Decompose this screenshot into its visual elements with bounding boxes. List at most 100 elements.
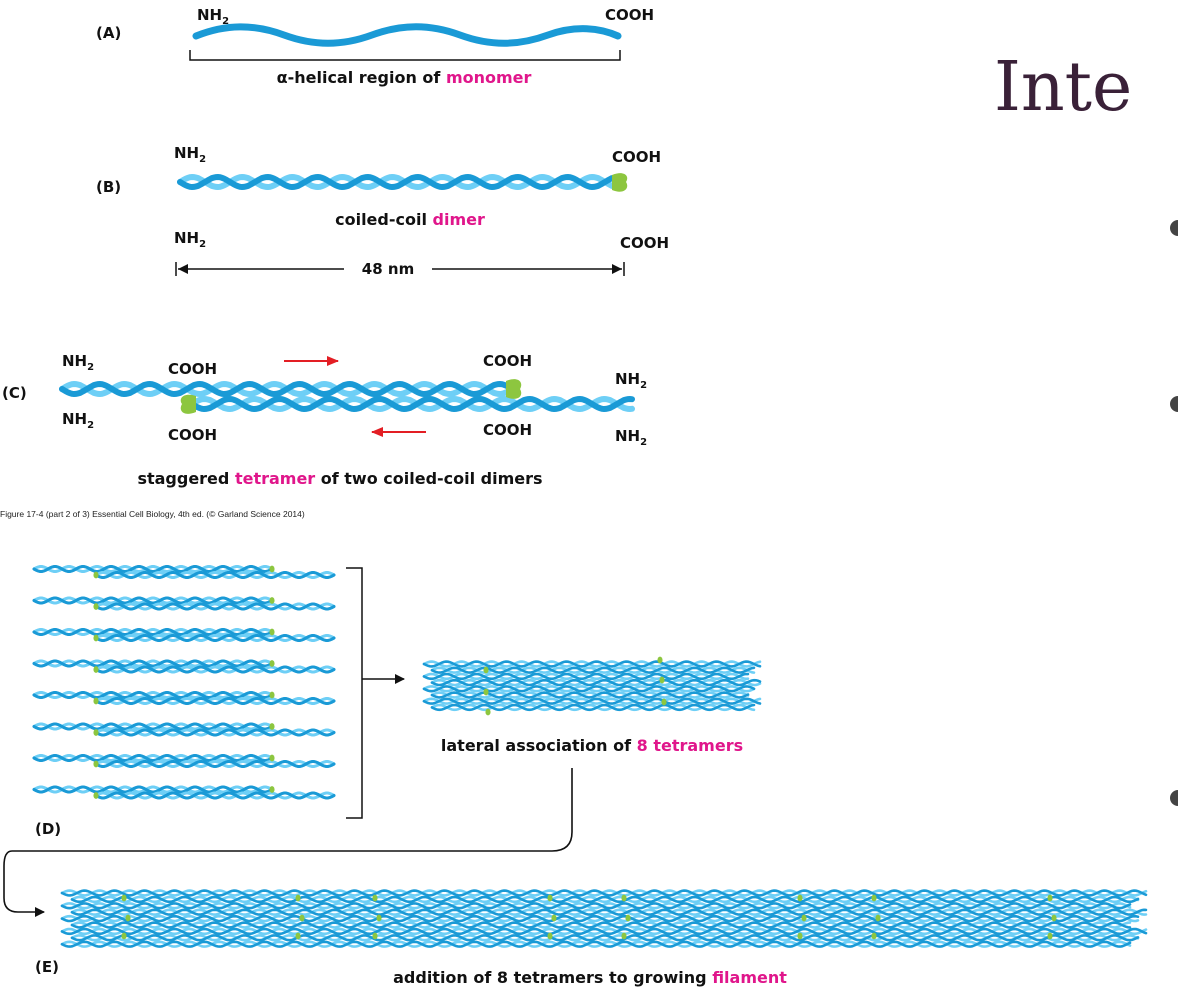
tetramer-upper-light-helix: [32, 596, 274, 605]
filament-green-head: [295, 932, 301, 940]
panel-d-caption: lateral association of 8 tetramers: [441, 736, 743, 755]
bullet-dot: [1170, 396, 1178, 412]
tetramer-head-bottom: [180, 394, 196, 414]
filament-strand-dark-helix: [60, 927, 1148, 936]
panel-a-nh2-label: NH2: [197, 6, 229, 27]
lateral-bundle: [422, 656, 762, 716]
bundle-green-head: [661, 698, 667, 706]
panel-c-cooh-bottom-1: COOH: [168, 426, 217, 444]
tetramer-lower-light-helix: [94, 728, 336, 737]
tetramer-green-head: [93, 666, 99, 673]
filament-green-head: [547, 894, 553, 902]
tetramer-upper-light-helix: [32, 628, 274, 636]
panel-c-cooh-top-1: COOH: [168, 360, 217, 378]
tetramer-green-head: [93, 697, 99, 705]
tetramer-lower-light-helix: [94, 634, 336, 642]
monomer-helix: [192, 23, 622, 47]
tetramer-green-head: [269, 723, 275, 730]
filament-green-head: [121, 894, 127, 902]
tetramer-upper-light-helix: [32, 722, 274, 731]
tetramer-green-head: [269, 660, 275, 667]
tetramer-green-head: [93, 760, 99, 768]
panel-d-tag: (D): [35, 820, 61, 838]
bundle-strand-light-helix: [422, 660, 762, 668]
tetramer-lower-light-helix: [94, 602, 336, 611]
filament-green-head: [299, 914, 305, 922]
filament-green-head: [376, 914, 382, 922]
tetramer-dimer-top-dark-helix: [59, 380, 511, 398]
tetramer-lower-dark-helix: [94, 791, 336, 800]
filament-strand-light-helix: [60, 902, 1132, 910]
bullet-dot: [1170, 220, 1178, 236]
panel-b-tag: (B): [96, 178, 121, 196]
filament-strand-dark-helix: [60, 889, 1148, 897]
tetramer-upper-light-helix: [32, 754, 274, 762]
tetramer-lower-light-helix: [94, 697, 336, 705]
tetramer-green-head: [93, 603, 99, 610]
tetramer-upper-light-helix: [32, 785, 274, 794]
panel-b: (B) NH2 COOH coiled-coil dimer NH2 COOH …: [96, 144, 669, 278]
bundle-green-head: [659, 676, 665, 684]
filament-strand-dark-helix: [60, 914, 1140, 923]
filament-strand-dark-helix: [70, 921, 1132, 929]
tetramer-lower-dark-helix: [94, 602, 336, 611]
filament-strand-dark-helix: [60, 940, 1132, 948]
tetramer-upper-light-helix: [32, 659, 274, 668]
tetramer-green-head: [93, 634, 99, 642]
bundle-strand-dark-helix: [422, 685, 756, 693]
filament-green-head: [871, 894, 877, 902]
bundle-strand-dark-helix: [422, 697, 762, 705]
panel-a: (A) NH2 COOH α-helical region of monomer: [96, 6, 654, 87]
panel-c-nh2-bottom-left: NH2: [62, 410, 94, 431]
filament-strand-light-helix: [70, 934, 1140, 942]
panel-a-tag: (A): [96, 24, 121, 42]
stack-bracket: [346, 567, 363, 819]
panel-b-scale-cooh-label: COOH: [620, 234, 669, 252]
tetramer-green-head: [269, 754, 275, 762]
tetramer-upper-dark-helix: [32, 691, 274, 699]
filament-green-head: [372, 932, 378, 940]
filament-strand-dark-helix: [70, 895, 1140, 904]
tetramer-lower-light-helix: [94, 791, 336, 800]
tetramer-upper-dark-helix: [32, 785, 274, 794]
panel-c-caption: staggered tetramer of two coiled-coil di…: [137, 469, 542, 488]
growth-arrow: [3, 768, 573, 917]
bullet-dot: [1170, 790, 1178, 806]
tetramer-lower-dark-helix: [94, 665, 336, 674]
coiled-coil-dimer-dark-helix: [177, 173, 615, 191]
filament-strand-dark-helix: [70, 934, 1140, 942]
filament-green-head: [621, 894, 627, 902]
tetramer-green-head: [269, 597, 275, 604]
filament-green-head: [1047, 894, 1053, 902]
tetramer-upper-light-helix: [32, 691, 274, 699]
tetramer-upper-dark-helix: [32, 722, 274, 731]
dimer-cooh-head: [612, 173, 628, 192]
tetramer-head-top: [506, 379, 522, 399]
tetramer-lower-dark-helix: [94, 728, 336, 737]
tetramer-upper-dark-helix: [32, 754, 274, 762]
tetramer-lower-light-helix: [94, 665, 336, 674]
filament-green-head: [797, 932, 803, 940]
tetramer-stack: [32, 565, 336, 800]
tetramer-upper-dark-helix: [32, 565, 274, 573]
tetramer-green-head: [269, 628, 275, 636]
panel-b-nh2-label: NH2: [174, 144, 206, 165]
coiled-coil-dimer: [177, 173, 615, 191]
bundle-strand-dark-helix: [430, 678, 762, 687]
panel-b-cooh-label: COOH: [612, 148, 661, 166]
filament-green-head: [1047, 932, 1053, 940]
panel-e-tag: (E): [35, 958, 59, 976]
panel-a-caption: α-helical region of monomer: [277, 68, 532, 87]
tetramer-lower-dark-helix: [94, 697, 336, 705]
filament-green-head: [372, 894, 378, 902]
filament-green-head: [801, 914, 807, 922]
tetramer-green-head: [93, 729, 99, 736]
scale-arrowhead-right: [612, 264, 622, 274]
bundle-green-head: [485, 708, 491, 716]
panel-c-tag: (C): [2, 384, 27, 402]
tetramer-lower-dark-helix: [94, 571, 336, 579]
panel-c: (C) NH2 NH2 COOH COOH COOH COOH NH2 NH2 …: [0, 352, 647, 519]
filament-green-head: [125, 914, 131, 922]
tetramer-dimer-top: [59, 380, 511, 398]
